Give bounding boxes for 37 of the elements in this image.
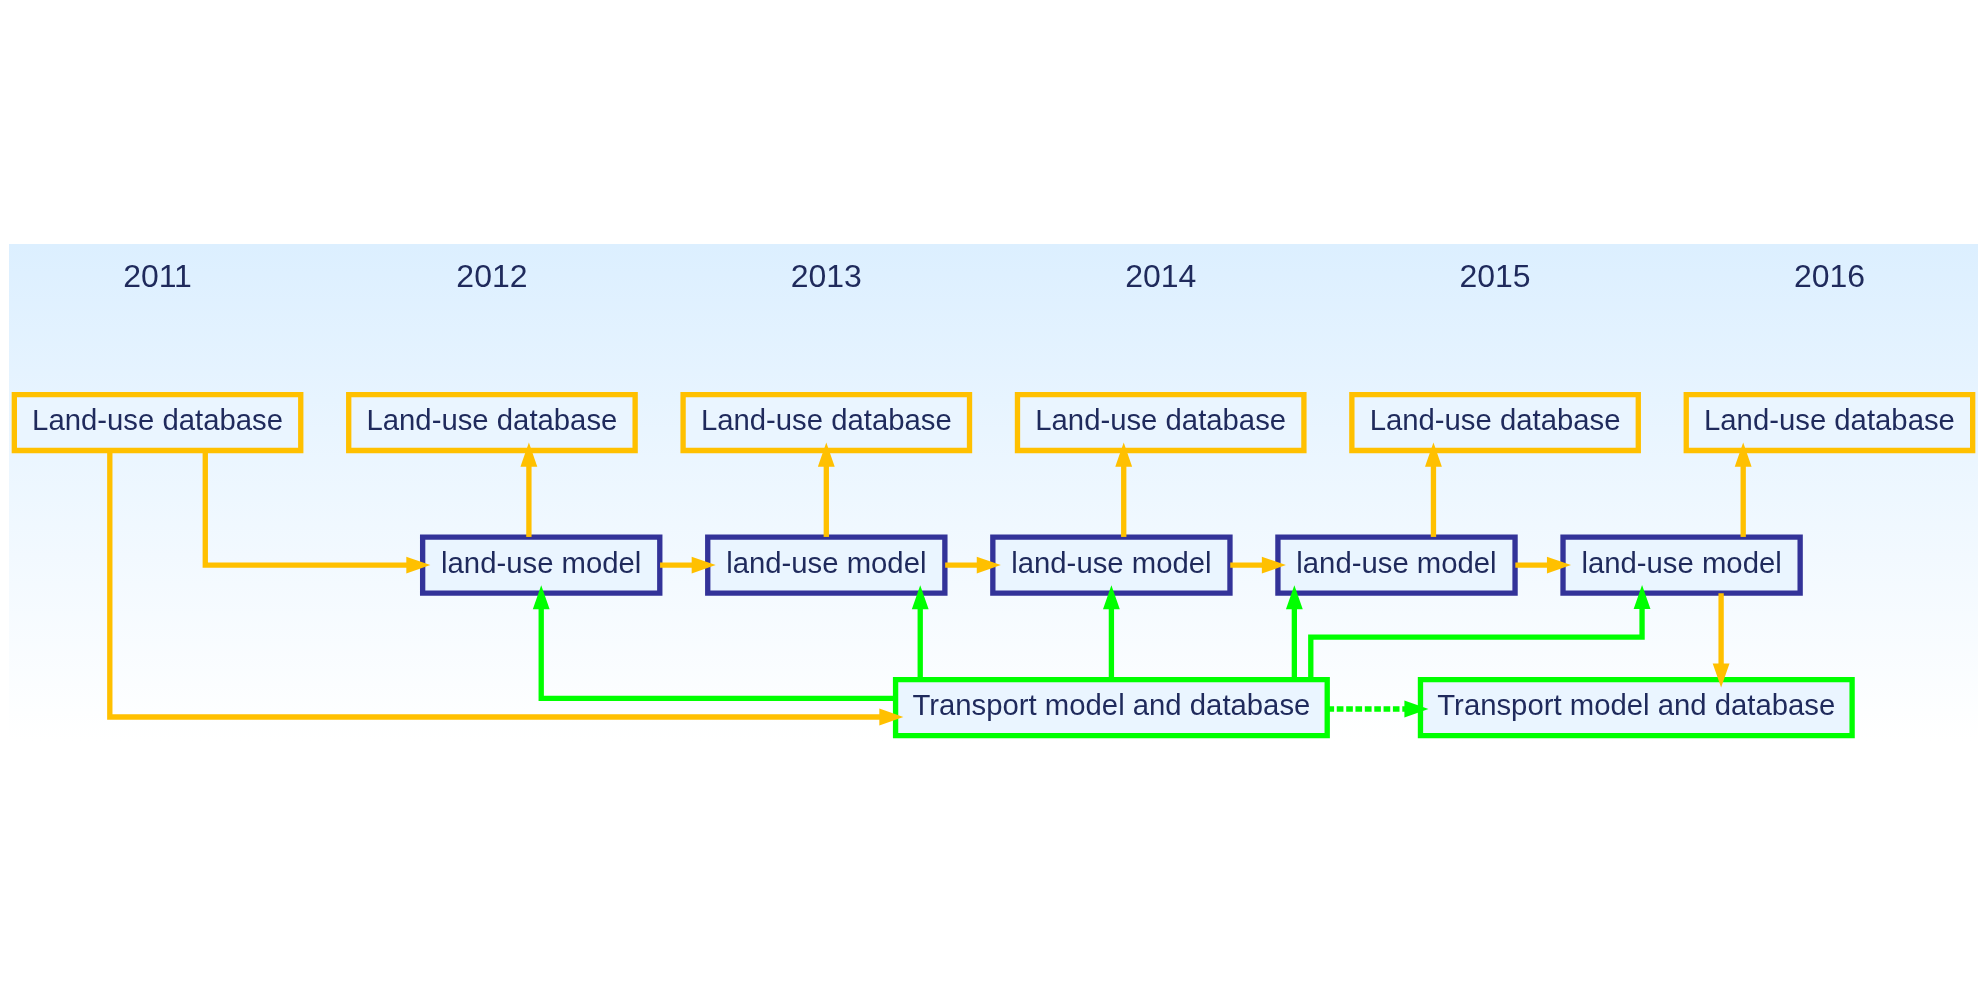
node-box: land-use model <box>1274 533 1518 596</box>
node-label: 2012 <box>455 257 527 294</box>
arrow <box>659 556 716 574</box>
node-label: 2014 <box>1124 257 1196 294</box>
node-box: Land-use database <box>11 391 303 453</box>
arrow <box>1734 442 1752 537</box>
node-box: land-use model <box>1559 533 1803 596</box>
arrow <box>202 450 430 574</box>
arrow <box>1327 700 1428 717</box>
arrow <box>519 442 537 537</box>
node-box: Transport model and database <box>892 676 1330 738</box>
node-label: 2016 <box>1793 257 1865 294</box>
node-box: land-use model <box>704 533 948 596</box>
arrow <box>1307 584 1650 679</box>
node-label: 2015 <box>1459 257 1531 294</box>
node-box: land-use model <box>419 533 662 596</box>
arrow <box>106 450 903 725</box>
arrow <box>1285 584 1303 679</box>
node-box: Land-use database <box>1683 391 1975 453</box>
arrow <box>1229 556 1286 574</box>
node-box: Land-use database <box>1014 391 1307 453</box>
arrow <box>1102 584 1120 679</box>
node-box: land-use model <box>989 533 1233 596</box>
arrow <box>532 584 895 701</box>
arrow <box>817 442 835 537</box>
node-box: Transport model and database <box>1417 676 1855 738</box>
node-box: Land-use database <box>679 391 972 453</box>
node-box: Land-use database <box>1348 391 1641 453</box>
arrow <box>1114 442 1132 537</box>
arrow <box>1514 556 1571 574</box>
node-label: 2011 <box>122 257 192 294</box>
arrow <box>1424 442 1442 537</box>
arrow <box>1712 592 1730 688</box>
arrow <box>911 584 929 679</box>
arrow <box>944 556 1001 574</box>
node-label: 2013 <box>790 257 862 294</box>
node-box: Land-use database <box>345 391 638 453</box>
